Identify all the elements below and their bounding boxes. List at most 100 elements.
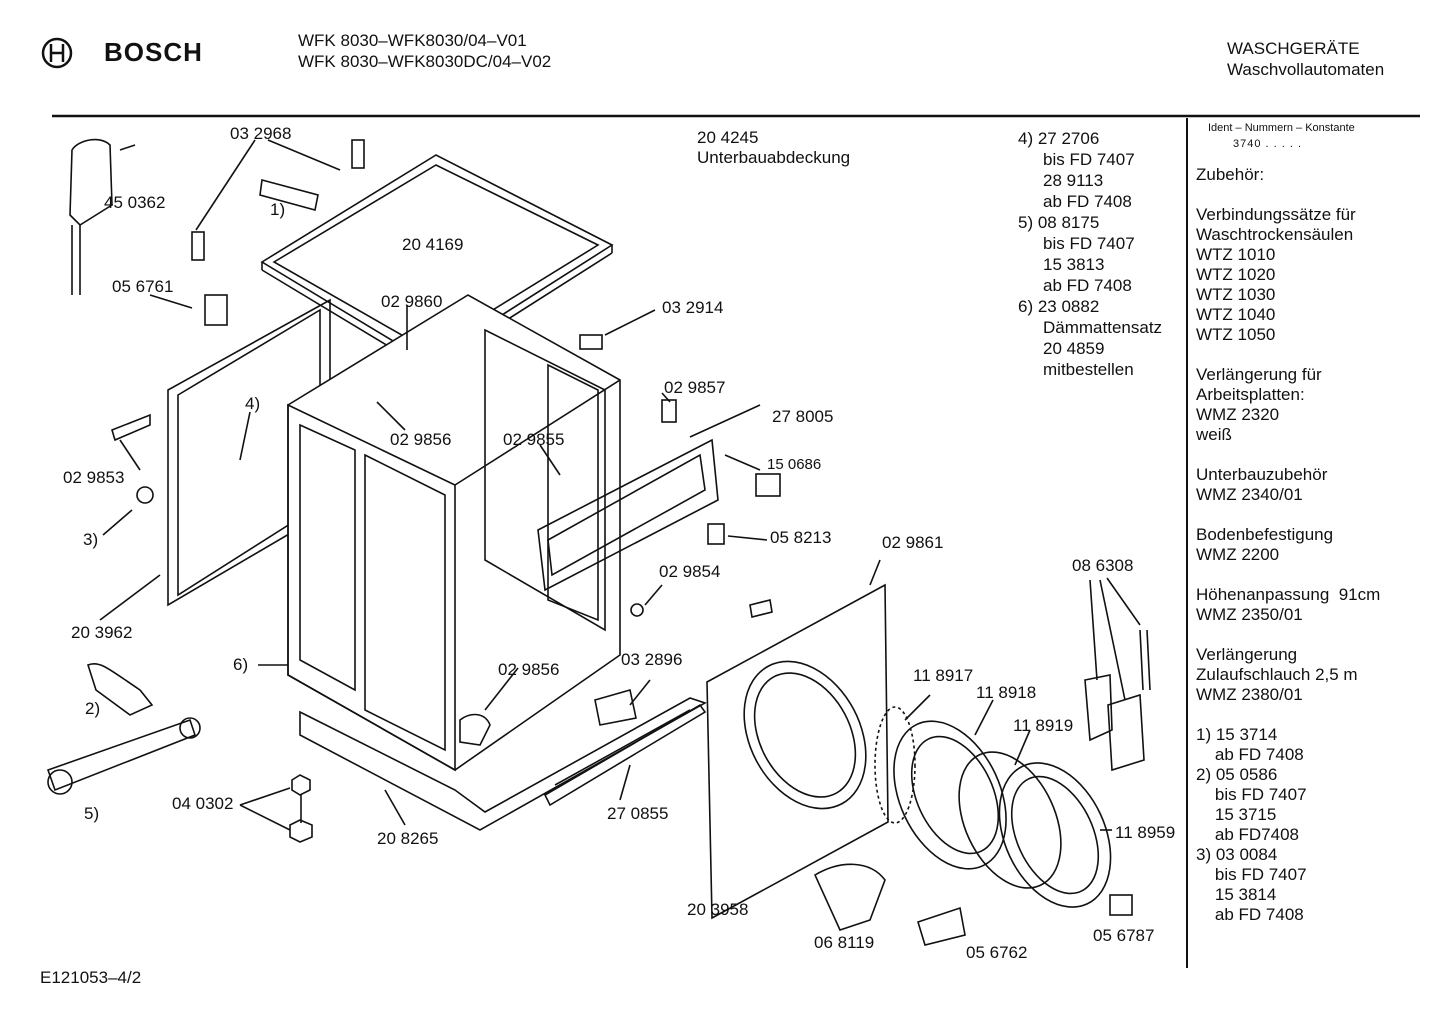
accessory-line: 15 3715 (1196, 805, 1277, 824)
accessory-line: weiß (1196, 425, 1232, 444)
part-label-270855: 27 0855 (607, 804, 669, 823)
part-label-032968: 03 2968 (230, 124, 292, 143)
part-label-058213: 05 8213 (770, 528, 832, 547)
accessory-line: bis FD 7407 (1196, 785, 1307, 804)
accessory-line (1196, 185, 1380, 205)
part-label-208265: 20 8265 (377, 829, 439, 848)
part-label-029860: 02 9860 (381, 292, 443, 311)
variant-note-line: mitbestellen (1043, 360, 1134, 379)
part-label-203958: 20 3958 (687, 900, 749, 919)
part-label-029853: 02 9853 (63, 468, 125, 487)
part-label-note5: 5) (84, 804, 100, 823)
variant-note-line: ab FD 7408 (1043, 192, 1132, 211)
category: WASCHGERÄTE Waschvollautomaten (1227, 38, 1384, 80)
part-label-068119: 06 8119 (814, 933, 875, 952)
part-label-118917: 11 8917 (913, 666, 974, 685)
variant-note-line: 5) 08 8175 (1018, 213, 1100, 232)
part-label-450362: 45 0362 (104, 193, 166, 212)
part-label-118918: 11 8918 (976, 683, 1037, 702)
footer-code: E121053–4/2 (40, 968, 142, 987)
accessory-line: ab FD7408 (1196, 825, 1300, 844)
accessory-line (1196, 565, 1380, 585)
part-label-029854: 02 9854 (659, 562, 721, 581)
variant-notes: 4) 27 2706 bis FD 7407 28 9113 ab FD 740… (1018, 128, 1162, 380)
top-note-name: Unterbauabdeckung (697, 148, 851, 167)
accessory-line: WMZ 2350/01 (1196, 605, 1303, 624)
accessory-line: ab FD 7408 (1196, 745, 1304, 764)
part-label-note3: 3) (83, 530, 99, 549)
accessory-line (1196, 445, 1380, 465)
accessory-line: Höhenanpassung 91cm (1196, 585, 1381, 604)
part-label-note6: 6) (233, 655, 249, 674)
category-line-2: Waschvollautomaten (1227, 60, 1385, 79)
part-label-150686: 15 0686 (767, 456, 822, 473)
accessory-line (1196, 345, 1380, 365)
part-label-278005: 27 8005 (772, 407, 834, 426)
accessory-line: Verlängerung (1196, 645, 1298, 664)
accessory-line: 15 3814 (1196, 885, 1277, 904)
accessory-line: Verbindungssätze für (1196, 205, 1356, 224)
accessory-line: WTZ 1030 (1196, 285, 1276, 304)
part-label-203962: 20 3962 (71, 623, 133, 642)
part-label-029861: 02 9861 (882, 533, 944, 552)
part-label-note1: 1) (270, 200, 286, 219)
accessory-line: Unterbauzubehör (1196, 465, 1328, 484)
part-label-040302: 04 0302 (172, 794, 234, 813)
part-label-032914: 03 2914 (662, 298, 724, 317)
part-label-029855: 02 9855 (503, 430, 565, 449)
variant-note-line: 6) 23 0882 (1018, 297, 1100, 316)
accessory-line: WMZ 2200 (1196, 545, 1280, 564)
part-label-204169: 20 4169 (402, 235, 464, 254)
variant-note-line: bis FD 7407 (1043, 234, 1135, 253)
variant-note-line: 15 3813 (1043, 255, 1105, 274)
variant-note-line: 28 9113 (1043, 171, 1104, 190)
brand-name: BOSCH (104, 37, 203, 67)
part-label-note4: 4) (245, 394, 261, 413)
accessory-line: 3) 03 0084 (1196, 845, 1278, 864)
accessory-line: Waschtrockensäulen (1196, 225, 1354, 244)
accessory-line: Zulaufschlauch 2,5 m (1196, 665, 1358, 684)
category-line-1: WASCHGERÄTE (1227, 39, 1360, 58)
bosch-logo (40, 36, 74, 75)
part-label-086308: 08 6308 (1072, 556, 1134, 575)
accessory-line: ab FD 7408 (1196, 905, 1304, 924)
variant-note-line: ab FD 7408 (1043, 276, 1132, 295)
accessory-line: WMZ 2340/01 (1196, 485, 1303, 504)
accessory-line: WTZ 1010 (1196, 245, 1276, 264)
variant-note-line: bis FD 7407 (1043, 150, 1135, 169)
accessory-line: Verlängerung für (1196, 365, 1322, 384)
accessory-line: Bodenbefestigung (1196, 525, 1334, 544)
variant-note-line: 4) 27 2706 (1018, 129, 1100, 148)
ident-value: 3740 . . . . . (1233, 138, 1303, 150)
accessory-line: WTZ 1040 (1196, 305, 1276, 324)
part-label-056761: 05 6761 (112, 277, 174, 296)
accessory-line (1196, 705, 1380, 725)
accessory-line (1196, 625, 1380, 645)
accessory-line: Arbeitsplatten: (1196, 385, 1305, 404)
accessory-line (1196, 505, 1380, 525)
part-label-118959: 11 8959 (1115, 823, 1176, 842)
top-note-part: 20 4245 (697, 128, 759, 147)
part-label-029856b: 02 9856 (498, 660, 560, 679)
accessory-line: 2) 05 0586 (1196, 765, 1278, 784)
variant-note-line: Dämmattensatz (1043, 318, 1163, 337)
accessory-line: WMZ 2380/01 (1196, 685, 1303, 704)
accessory-line: WMZ 2320 (1196, 405, 1280, 424)
top-note: 20 4245 Unterbauabdeckung (697, 128, 850, 168)
accessory-line: Zubehör: (1196, 165, 1265, 184)
part-label-056787: 05 6787 (1093, 926, 1155, 945)
part-label-note2: 2) (85, 699, 101, 718)
accessory-line: WTZ 1050 (1196, 325, 1276, 344)
model-lines: WFK 8030–WFK8030/04–V01 WFK 8030–WFK8030… (298, 30, 551, 72)
part-label-032896: 03 2896 (621, 650, 683, 669)
model-line-1: WFK 8030–WFK8030/04–V01 (298, 31, 527, 50)
part-label-118919: 11 8919 (1013, 716, 1074, 735)
ident-header: Ident – Nummern – Konstante (1208, 122, 1355, 134)
variant-note-line: 20 4859 (1043, 339, 1105, 358)
part-label-029857: 02 9857 (664, 378, 726, 397)
accessory-line: 1) 15 3714 (1196, 725, 1278, 744)
accessory-line: WTZ 1020 (1196, 265, 1276, 284)
model-line-2: WFK 8030–WFK8030DC/04–V02 (298, 52, 552, 71)
